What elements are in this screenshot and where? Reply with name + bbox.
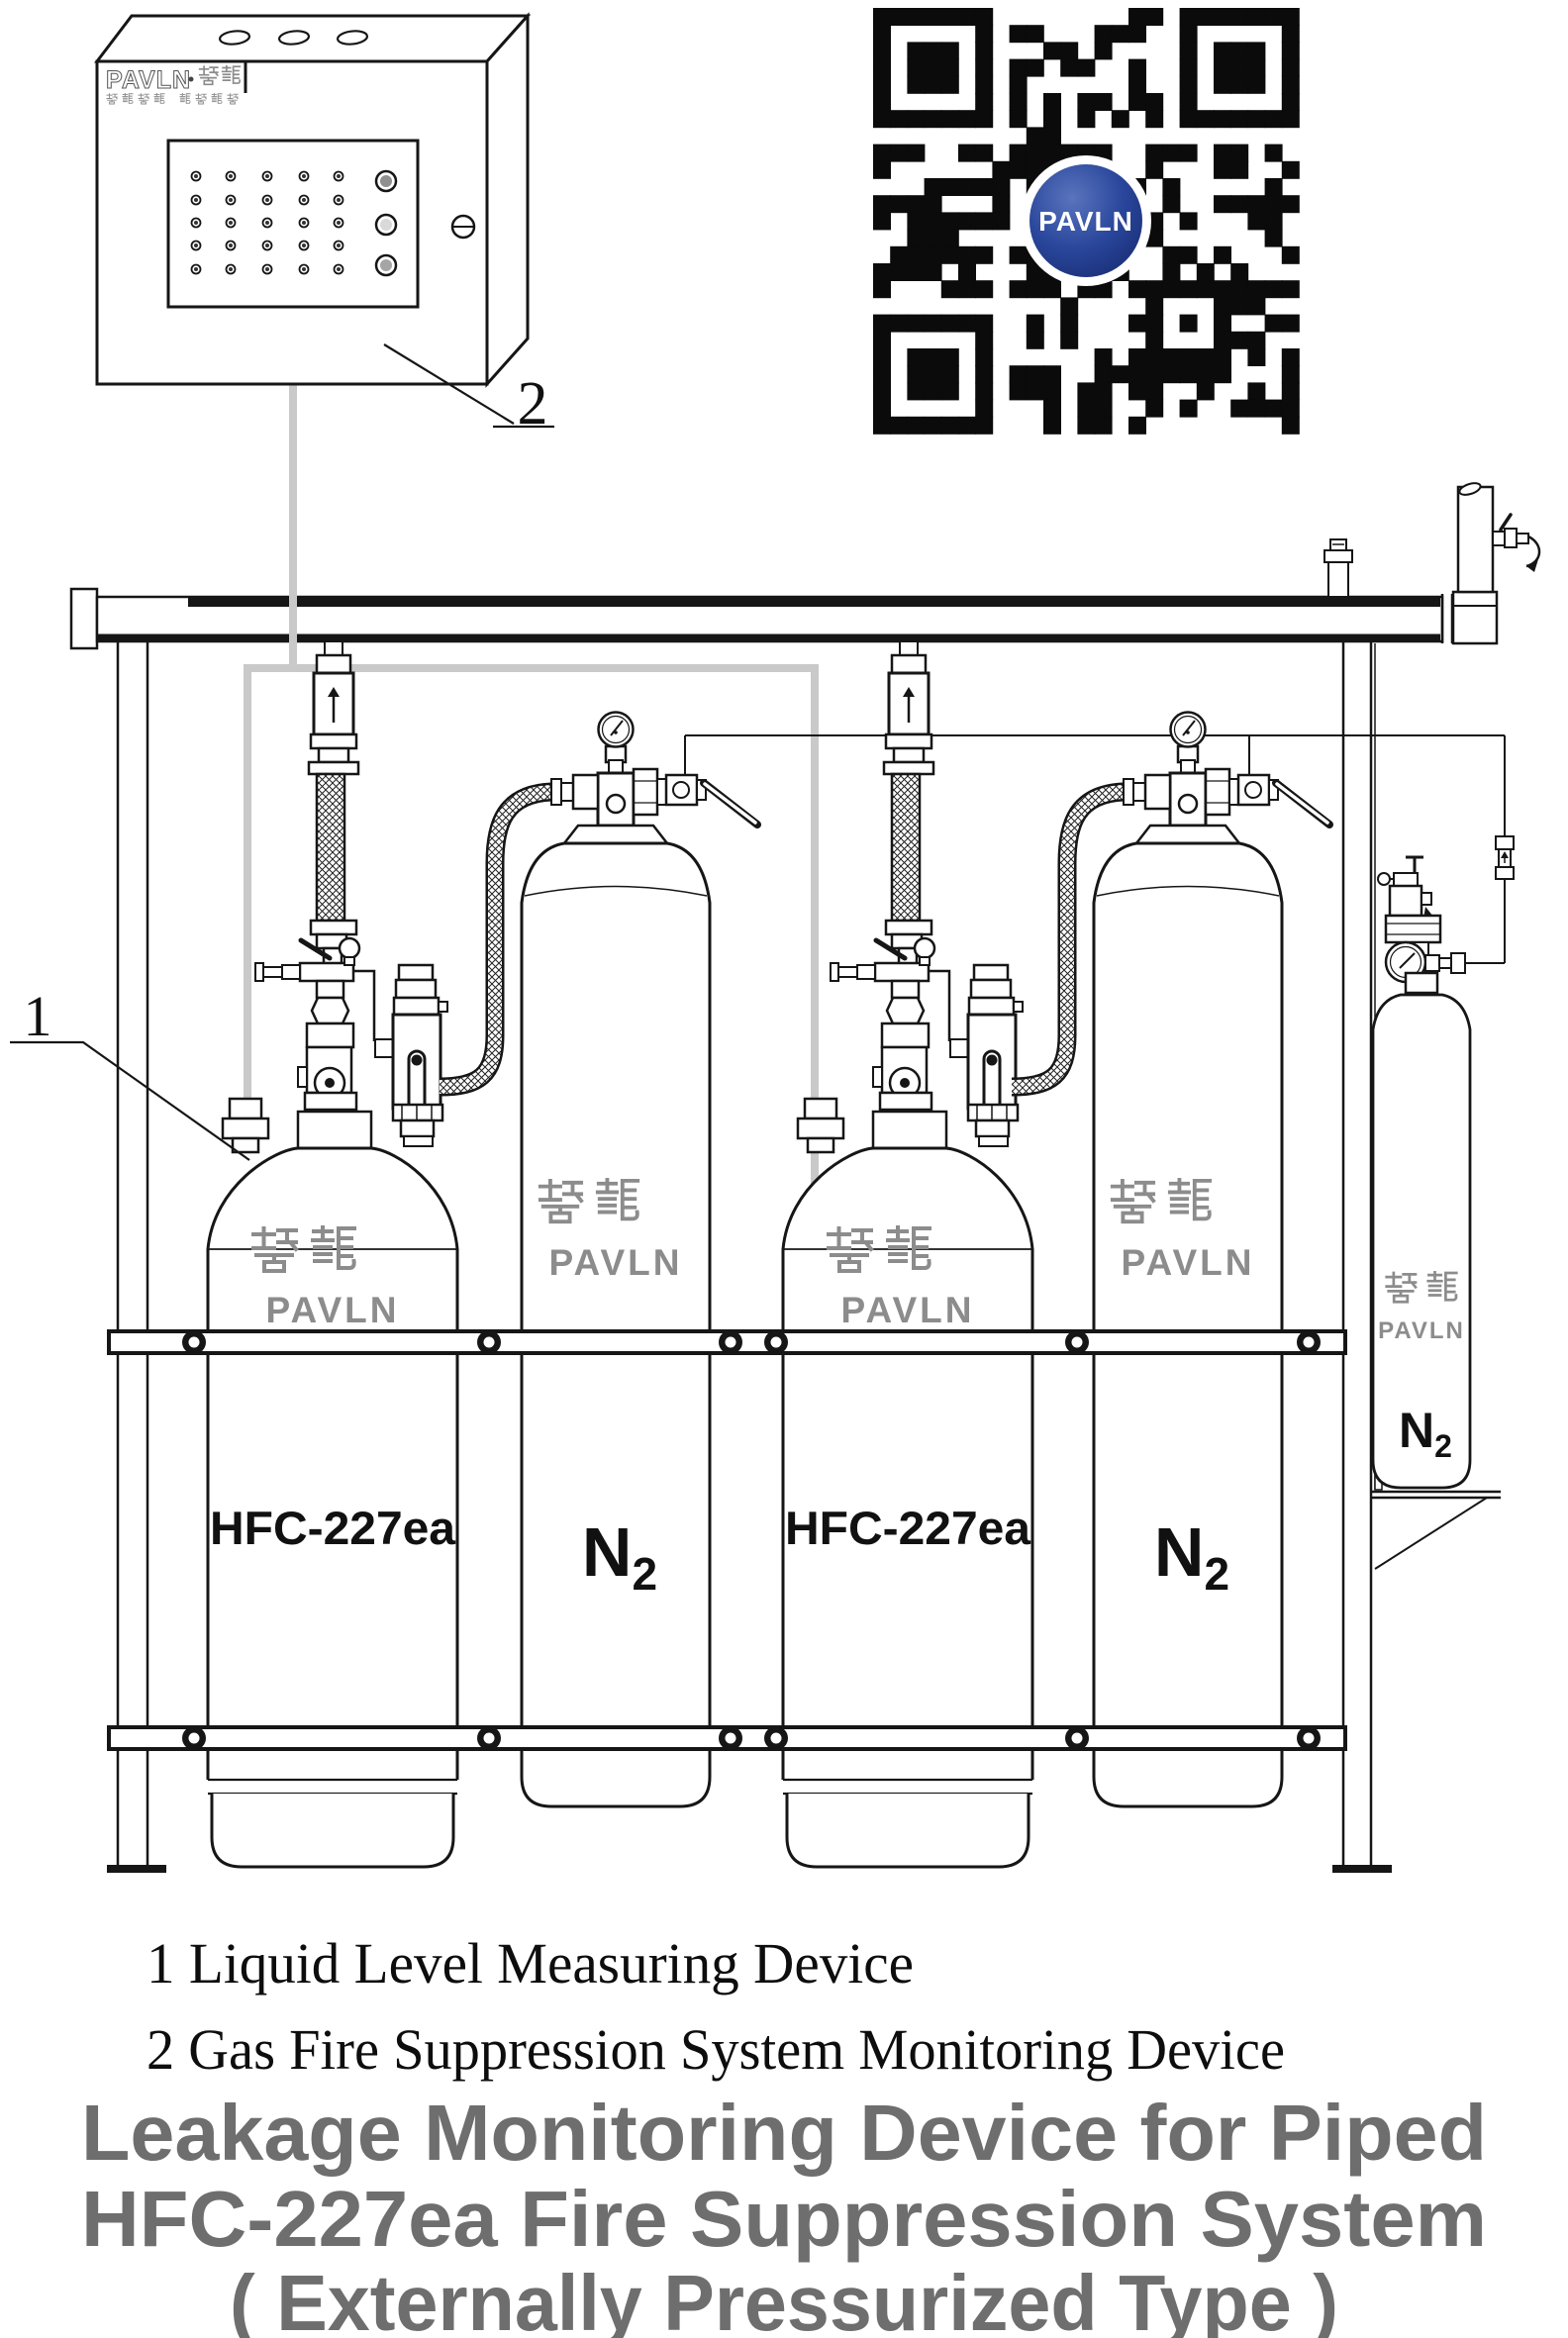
pilot-n2-bottle: PAVLN N2 [1371,855,1501,1570]
callout-2-number: 2 [518,370,548,438]
frame-post-right [1341,639,1373,1869]
title-line-2: HFC-227ea Fire Suppression System [81,2175,1487,2263]
pressure-regulator [1377,855,1466,984]
monitoring-panel: PAVLN [93,12,532,388]
title-line-3: ( Externally Pressurized Type ) [230,2259,1338,2338]
page-title: Leakage Monitoring Device for Piped HFC-… [81,2089,1487,2338]
callout-1-number: 1 [24,984,52,1048]
inline-check-valve [1495,835,1515,880]
panel-side-face [485,12,530,388]
leader-line [10,1040,250,1161]
led-grid [190,169,398,277]
cylinder-3-hfc [783,641,1032,1867]
title-line-1: Leakage Monitoring Device for Piped [81,2089,1487,2177]
manifold-elbow [1451,590,1499,645]
legend: 1 Liquid Level Measuring Device 2 Gas Fi… [147,1931,1285,2082]
pilot-line [684,734,1515,964]
manifold-left-cap [69,587,99,650]
brand-dot [188,76,194,82]
panel-brand: PAVLN [106,66,191,94]
callout-1: 1 [10,984,250,1161]
qr-logo-text: PAVLN [1038,206,1133,237]
cylinder-brand: PAVLN [1378,1317,1465,1344]
legend-line-2: 2 Gas Fire Suppression System Monitoring… [147,2017,1285,2082]
frame [69,482,1541,1873]
nitrogen-label: N2 [1399,1403,1452,1464]
qr-logo-circle [1029,164,1142,277]
purge-valve [1492,513,1541,572]
manifold-port [1323,538,1353,598]
cylinder-4-n2 [1012,713,1329,1807]
callout-2: 2 [383,343,554,438]
indicator-leds [374,169,398,277]
post-foot [107,1865,166,1873]
legend-line-1: 1 Liquid Level Measuring Device [147,1931,914,1996]
post-foot [1332,1865,1392,1873]
riser-pipe [1456,485,1495,594]
qr-logo: PAVLN [1021,155,1151,286]
leader-line [383,343,554,429]
bottle-shelf [1371,1490,1501,1500]
qr-code [873,8,1300,435]
cylinder-2-n2 [440,713,757,1807]
pilot-bottle-body [1371,993,1472,1490]
frame-post-left [116,639,149,1869]
clamp-bars [107,1329,1347,1751]
panel-top-face [93,14,532,63]
